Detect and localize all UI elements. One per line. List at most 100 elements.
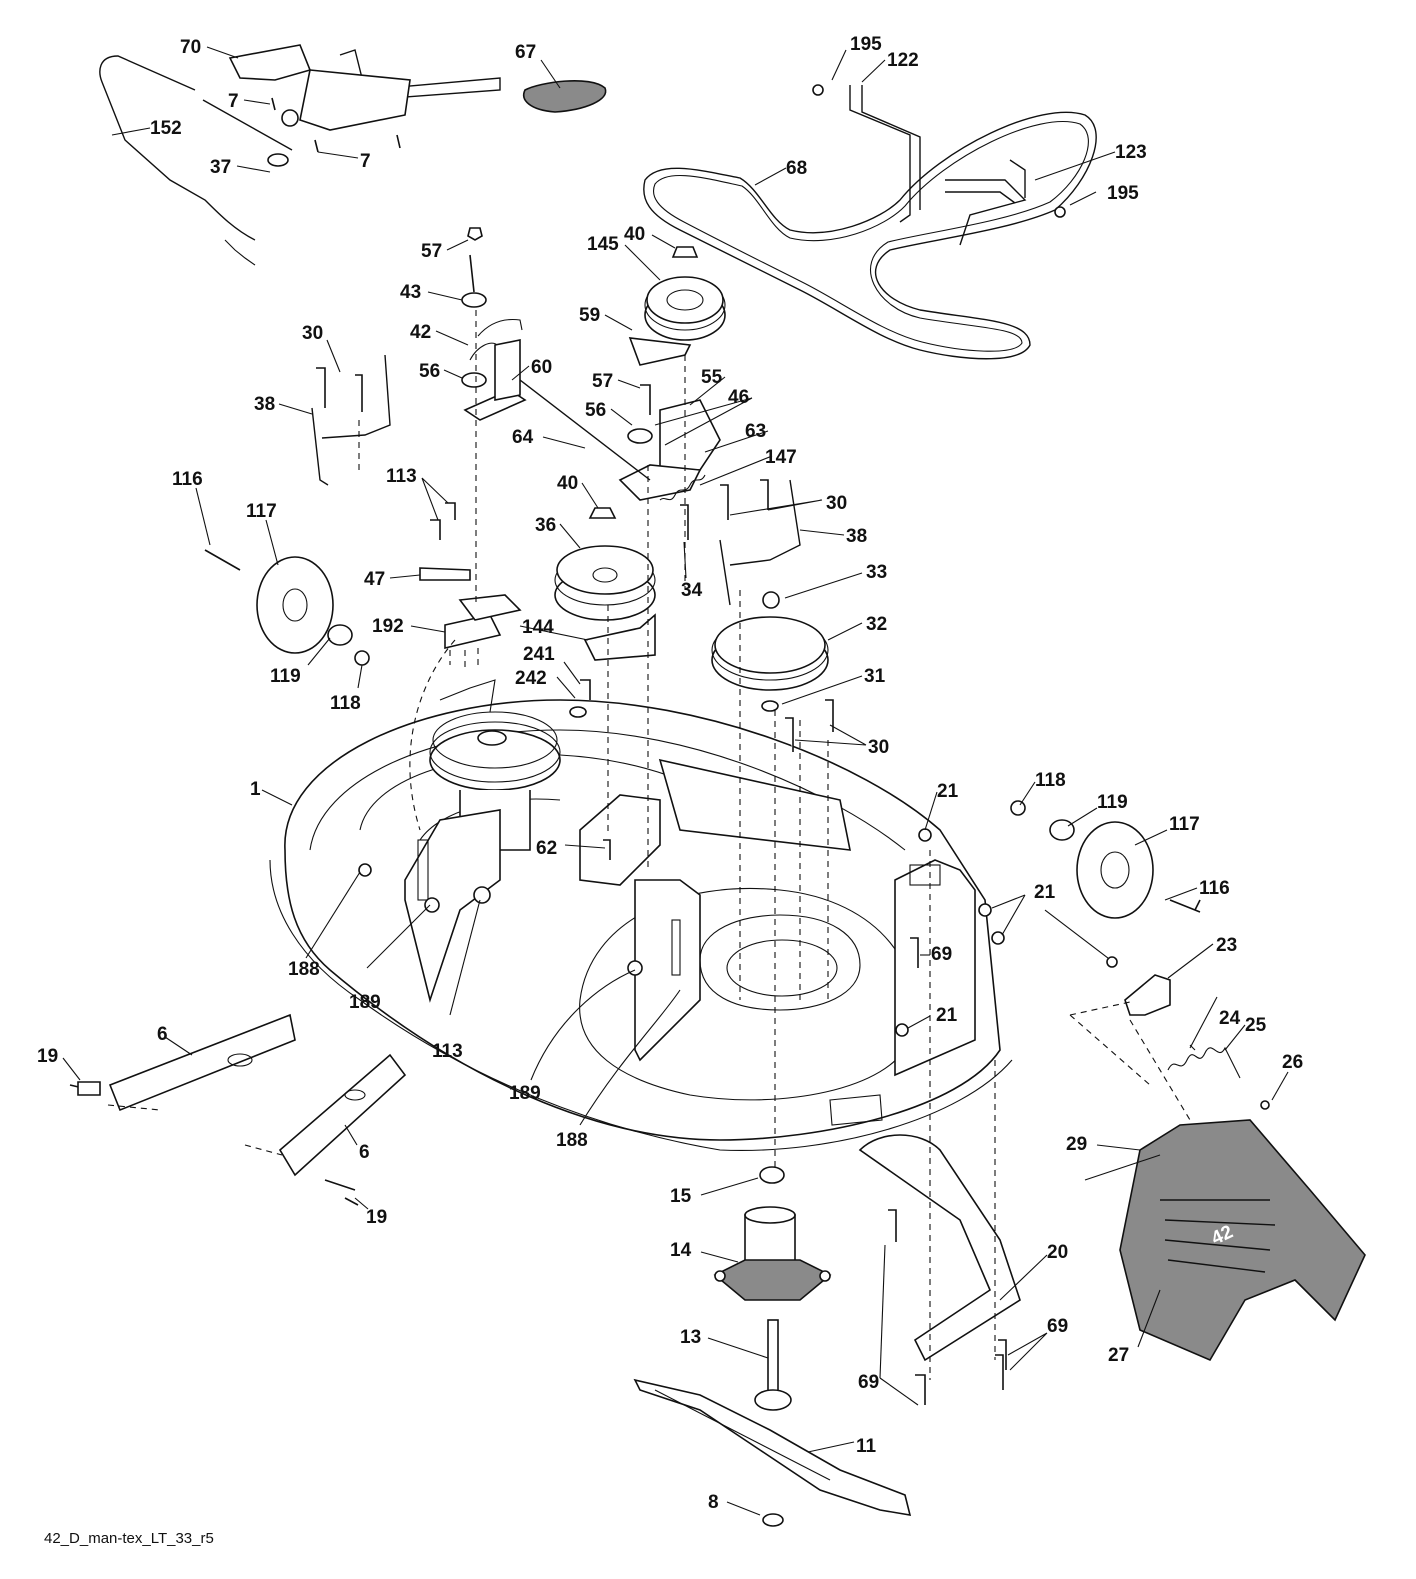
callout-40: 40 <box>624 224 645 245</box>
callout-29: 29 <box>1066 1134 1087 1155</box>
callout-21: 21 <box>936 1005 958 1026</box>
callout-116: 116 <box>1199 878 1230 899</box>
callout-69: 69 <box>931 944 952 965</box>
mower-blade <box>633 1378 912 1516</box>
callout-67: 67 <box>515 42 536 63</box>
callout-14: 14 <box>670 1240 692 1261</box>
callout-57: 57 <box>592 371 613 392</box>
chute-bracket <box>1106 956 1171 1016</box>
callout-27: 27 <box>1108 1345 1129 1366</box>
callout-8: 8 <box>708 1492 719 1513</box>
deck-arms <box>69 1013 407 1191</box>
drive-belt-68 <box>643 111 1097 360</box>
callout-195: 195 <box>1107 183 1139 204</box>
callout-188: 188 <box>288 959 320 980</box>
cable-152 <box>99 55 293 266</box>
idler-pulley-36 <box>554 507 656 621</box>
callout-33: 33 <box>866 562 887 583</box>
callout-63: 63 <box>745 421 766 442</box>
center-deck-bracket <box>579 794 701 1062</box>
callout-147: 147 <box>765 447 797 468</box>
right-deck-bracket <box>894 828 1005 1077</box>
spindle-shaft <box>754 1319 792 1527</box>
callout-21: 21 <box>937 781 959 802</box>
left-gauge-wheel <box>204 549 370 666</box>
callout-7: 7 <box>360 151 371 172</box>
callout-13: 13 <box>680 1327 701 1348</box>
callout-69: 69 <box>1047 1316 1068 1337</box>
callout-34: 34 <box>681 580 703 601</box>
spring-147 <box>659 474 706 501</box>
callout-123: 123 <box>1115 142 1147 163</box>
callout-56: 56 <box>585 400 606 421</box>
callout-38: 38 <box>846 526 867 547</box>
callout-241: 241 <box>523 644 555 665</box>
callout-55: 55 <box>701 367 723 388</box>
callout-57: 57 <box>421 241 442 262</box>
lift-arm-70 <box>228 44 501 131</box>
idler-bracket-55-63 <box>618 399 721 501</box>
callout-242: 242 <box>515 668 547 689</box>
callout-11: 11 <box>856 1436 877 1457</box>
callout-144: 144 <box>522 617 554 638</box>
callout-15: 15 <box>670 1186 692 1207</box>
callout-56: 56 <box>419 361 440 382</box>
callout-152: 152 <box>150 118 182 139</box>
callout-1: 1 <box>250 779 261 800</box>
callout-6: 6 <box>359 1142 370 1163</box>
spindle-housing <box>713 1206 832 1301</box>
callout-43: 43 <box>400 282 421 303</box>
callout-118: 118 <box>330 693 361 714</box>
idler-pulley-145 <box>644 246 726 341</box>
callout-188: 188 <box>556 1130 588 1151</box>
callout-26: 26 <box>1282 1052 1303 1073</box>
washer-15 <box>759 1166 785 1184</box>
callout-64: 64 <box>512 427 534 448</box>
callout-42: 42 <box>410 322 431 343</box>
callout-24: 24 <box>1219 1008 1241 1029</box>
belt-guide-rods <box>812 84 1066 246</box>
callout-189: 189 <box>349 992 381 1013</box>
callout-47: 47 <box>364 569 385 590</box>
callout-20: 20 <box>1047 1242 1068 1263</box>
callout-38: 38 <box>254 394 275 415</box>
callout-25: 25 <box>1245 1015 1267 1036</box>
idler-arm-20 <box>858 1134 1021 1362</box>
bracket-47-192 <box>419 567 522 650</box>
callout-32: 32 <box>866 614 887 635</box>
right-gauge-wheel <box>1010 800 1201 919</box>
leader-lines <box>62 46 1289 1516</box>
callout-69: 69 <box>858 1372 879 1393</box>
idler-arm-60 <box>461 318 651 481</box>
callout-37: 37 <box>210 157 231 178</box>
link-38-right <box>719 479 801 606</box>
callout-119: 119 <box>270 666 301 687</box>
callout-68: 68 <box>786 158 807 179</box>
callout-117: 117 <box>1169 814 1200 835</box>
callout-19: 19 <box>366 1207 387 1228</box>
callout-117: 117 <box>246 501 277 522</box>
callout-145: 145 <box>587 234 619 255</box>
callout-30: 30 <box>302 323 323 344</box>
knob-67 <box>523 79 607 113</box>
callout-labels: 70 67 7 7 152 37 195 122 68 123 195 57 4… <box>37 34 1303 1513</box>
bracket-59 <box>628 337 692 366</box>
chute-spring <box>1167 1044 1270 1110</box>
pulley-bracket-144 <box>583 613 656 661</box>
center-pulley-32 <box>711 591 829 712</box>
callout-189: 189 <box>509 1083 541 1104</box>
callout-23: 23 <box>1216 935 1237 956</box>
callout-122: 122 <box>887 50 919 71</box>
callout-113: 113 <box>386 466 417 487</box>
callout-195: 195 <box>850 34 882 55</box>
assembly-guide-lines <box>107 310 1191 1380</box>
callout-30: 30 <box>868 737 889 758</box>
callout-70: 70 <box>180 37 201 58</box>
link-38-left <box>311 354 391 486</box>
callout-113: 113 <box>432 1041 463 1062</box>
discharge-chute: 42 <box>1119 1119 1366 1362</box>
callout-30: 30 <box>826 493 847 514</box>
callout-118: 118 <box>1035 770 1066 791</box>
callout-36: 36 <box>535 515 556 536</box>
